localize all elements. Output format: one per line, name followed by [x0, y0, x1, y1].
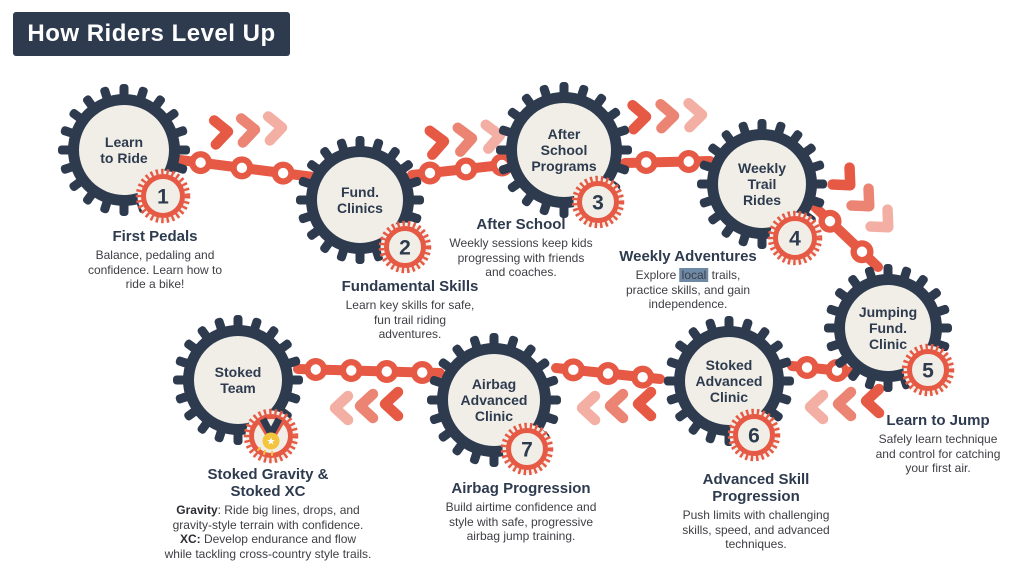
step-number: 1 [157, 186, 169, 209]
chevron-icon [604, 388, 629, 424]
chevron-icon [424, 125, 450, 160]
bike-chain [293, 358, 445, 384]
step-number-badge: 7 [500, 422, 554, 476]
step-number: 3 [592, 192, 604, 215]
step-number: 4 [789, 228, 801, 251]
step-number: 7 [521, 439, 533, 462]
chevron-icon [262, 111, 288, 146]
svg-text:★: ★ [267, 437, 276, 448]
step-heading: Learn to Jump [886, 412, 990, 429]
medal-icon: ★ [256, 417, 286, 456]
step-number: 6 [748, 425, 760, 448]
gear-step-4 [697, 119, 827, 249]
chevron-icon [632, 386, 657, 422]
chevron-icon [804, 389, 829, 425]
chevron-icon [235, 113, 261, 148]
chevron-icon [832, 386, 857, 422]
gear-step-3 [496, 82, 632, 218]
chevron-icon [329, 390, 354, 426]
step-heading: Stoked Gravity &Stoked XC [207, 466, 329, 500]
highlighted-word: local [679, 268, 709, 282]
step-description: Explore local trails,practice skills, an… [625, 268, 751, 311]
gear-label: Fund.Clinics [337, 184, 383, 216]
step-heading: Airbag Progression [451, 480, 591, 497]
step-number-badge: 3 [571, 175, 625, 229]
step-number: 5 [922, 360, 934, 383]
step-heading: Fundamental Skills [341, 278, 479, 295]
step-number-badge: 6 [727, 408, 781, 462]
chevron-icon [865, 204, 894, 233]
step-heading: First Pedals [112, 228, 198, 245]
page-title: How Riders Level Up [13, 12, 290, 56]
gear-step-2 [296, 136, 424, 264]
bike-chain [809, 201, 883, 272]
chevron-icon [860, 383, 885, 419]
step-heading: Weekly Adventures [619, 248, 757, 265]
chevron-icon [627, 100, 652, 135]
step-number-badge: 2 [378, 220, 432, 274]
chevron-icon [379, 386, 404, 422]
chevron-icon [576, 390, 601, 426]
chevron-icon [655, 99, 680, 134]
chevron-icon [208, 115, 234, 150]
chevron-icon [354, 388, 379, 424]
gear-step-5 [824, 264, 952, 392]
step-description: Learn key skills for safe,fun trail ridi… [345, 298, 475, 341]
chevron-icon [827, 162, 856, 191]
gear-step-8 [173, 315, 303, 445]
gear-step-6 [664, 316, 794, 446]
chevron-icon [452, 122, 478, 157]
gear-step-1 [58, 84, 190, 216]
medal-badge: ★ [243, 408, 299, 464]
step-heading: After School [476, 216, 566, 233]
step-number: 2 [399, 237, 411, 260]
step-number-badge: 1 [135, 168, 191, 224]
chevron-icon [480, 119, 506, 154]
bike-chain [551, 358, 665, 389]
step-number-badge: 4 [767, 210, 823, 266]
bike-chain [620, 150, 715, 174]
chevron-icon [683, 98, 708, 133]
chevron-icon [846, 183, 875, 212]
step-number-badge: 5 [901, 343, 955, 397]
